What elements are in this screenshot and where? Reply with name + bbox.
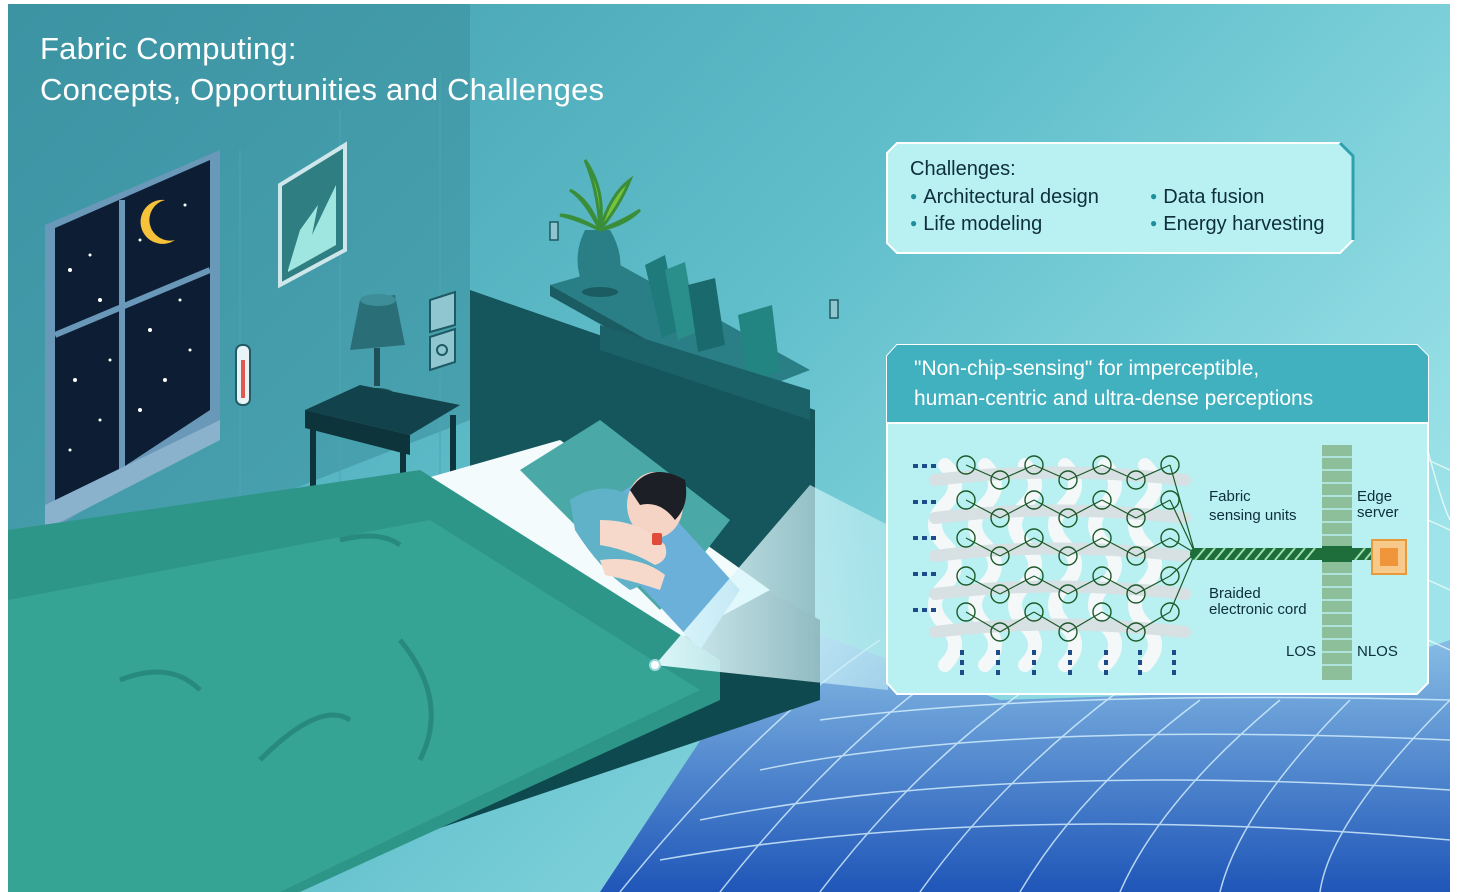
challenge-label: Data fusion (1163, 186, 1265, 208)
fabric-units-label: Fabric sensing units (1209, 489, 1297, 524)
window (45, 150, 220, 535)
cord-label-line: Braided (1209, 585, 1261, 602)
moon-icon (140, 199, 175, 244)
perception-heading-line-2: human-centric and ultra-dense perception… (914, 387, 1314, 410)
perception-heading-line-1: "Non-chip-sensing" for imperceptible, (914, 357, 1260, 380)
edge-server-label-line: server (1357, 504, 1399, 521)
challenge-item: Life modeling (910, 213, 1042, 236)
edge-server-icon (1371, 539, 1407, 575)
title-line-1: Fabric Computing: (40, 31, 297, 66)
sensing-beam (655, 485, 888, 690)
title-line-2: Concepts, Opportunities and Challenges (40, 72, 605, 107)
light-switch-icon (429, 290, 456, 372)
fabric-units-label-line: sensing units (1209, 507, 1297, 524)
edge-server-label: Edge server (1357, 489, 1399, 521)
smartwatch-icon (652, 533, 662, 545)
challenge-item: Energy harvesting (1150, 213, 1324, 236)
brick-wall (1322, 445, 1352, 680)
fabric-mesh (913, 455, 1196, 675)
challenges-heading: Challenges: (910, 158, 1016, 180)
challenge-label: Life modeling (923, 213, 1043, 235)
challenge-item: Data fusion (1150, 186, 1264, 209)
books (645, 255, 780, 380)
cord-label-line: electronic cord (1209, 601, 1307, 618)
sleeping-person (570, 472, 687, 590)
cord-label: Braided electronic cord (1209, 586, 1307, 618)
thermometer-icon (235, 344, 251, 406)
nlos-label: NLOS (1357, 643, 1398, 660)
fabric-units-label-line: Fabric (1209, 488, 1251, 505)
bed (8, 420, 820, 892)
wall-picture (278, 141, 347, 289)
los-label: LOS (1286, 643, 1317, 660)
edge-server-label-line: Edge (1357, 488, 1393, 505)
lamp-icon (350, 294, 405, 398)
challenge-label: Architectural design (923, 186, 1099, 208)
challenge-label: Energy harvesting (1163, 213, 1325, 235)
challenge-item: Architectural design (910, 186, 1099, 209)
plant-icon (559, 159, 642, 297)
